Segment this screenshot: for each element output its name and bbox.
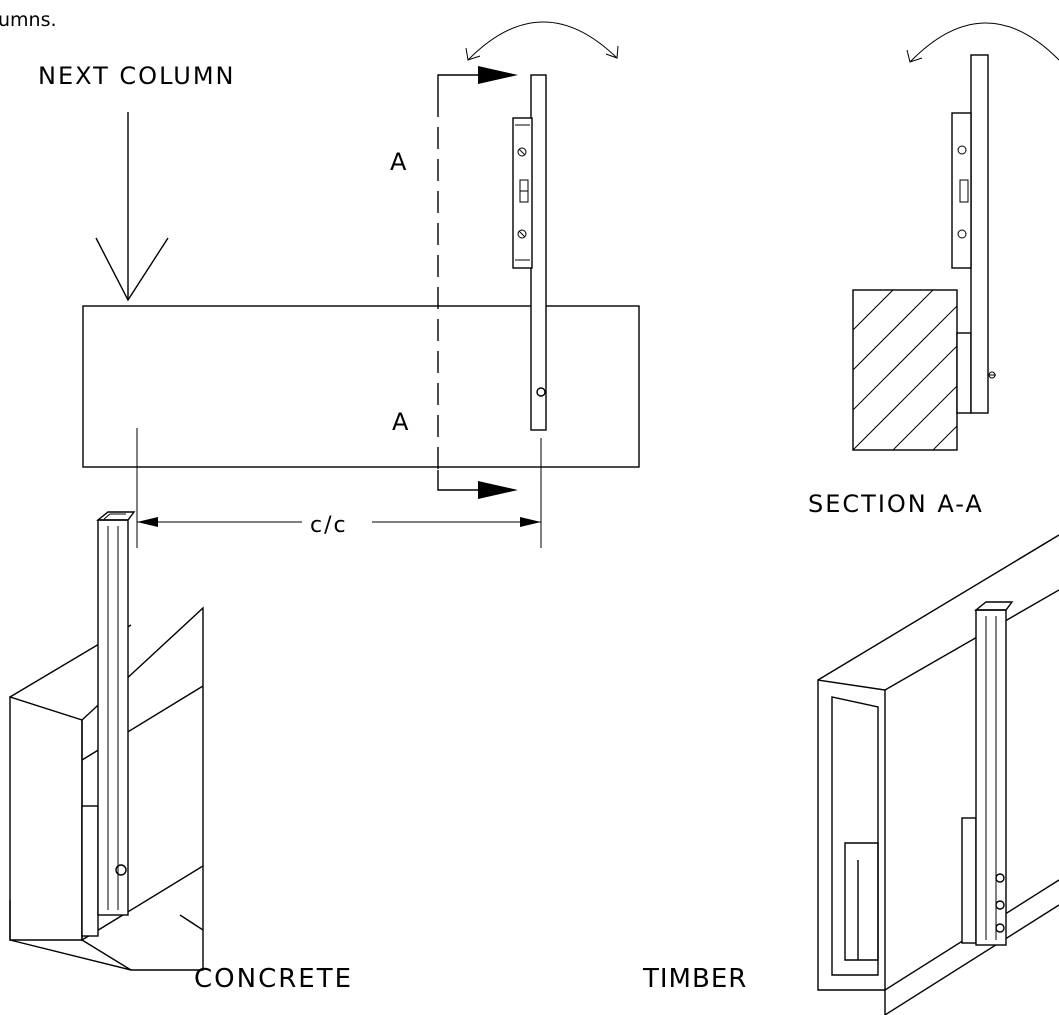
section-title: SECTION A-A xyxy=(808,490,984,518)
intro-text-fragment: umns. xyxy=(0,9,57,31)
timber-column-isometric xyxy=(817,534,1059,1015)
concrete-column-isometric xyxy=(9,511,204,971)
section-marker-top: A xyxy=(390,148,407,176)
spirit-level xyxy=(512,117,533,269)
beam-outline xyxy=(82,305,640,468)
concrete-label: CONCRETE xyxy=(194,964,353,994)
center-to-center-dimension xyxy=(136,428,542,548)
center-to-center-label: c/c xyxy=(310,513,348,538)
next-column-arrow xyxy=(95,112,169,302)
section-view xyxy=(852,22,1059,451)
next-column-label: NEXT COLUMN xyxy=(38,62,235,90)
section-cut-line xyxy=(437,66,518,499)
rocking-arrow xyxy=(467,21,618,61)
straight-edge xyxy=(530,74,547,431)
timber-label: TIMBER xyxy=(642,964,747,994)
section-marker-bottom: A xyxy=(392,408,409,436)
